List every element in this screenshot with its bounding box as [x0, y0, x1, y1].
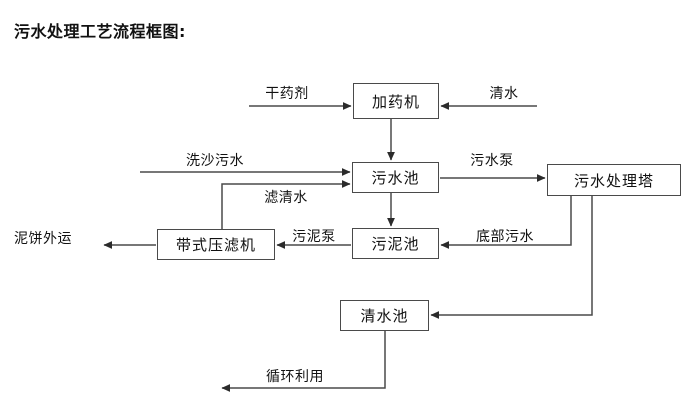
node-sludge-pool[interactable]: 污泥池: [352, 228, 439, 259]
node-label: 带式压滤机: [175, 236, 256, 254]
node-belt-filter-press[interactable]: 带式压滤机: [157, 229, 275, 260]
edge-label-clean-water: 清水: [489, 86, 519, 102]
edge-tower-to-sludge-pool: [440, 196, 572, 249]
node-treatment-tower[interactable]: 污水处理塔: [547, 164, 681, 196]
node-clear-water-pool[interactable]: 清水池: [340, 300, 429, 331]
page-title: 污水处理工艺流程框图:: [14, 22, 186, 41]
edge-clear-pool-to-recycle: [221, 331, 386, 392]
edge-tower-to-clear-pool: [430, 196, 593, 319]
terminal-label-mud-cake-out: 泥饼外运: [14, 231, 72, 247]
node-dosing-machine[interactable]: 加药机: [353, 83, 439, 119]
edge-label-sand-wash-sewage: 洗沙污水: [186, 153, 244, 169]
node-label: 加药机: [371, 92, 420, 111]
edge-label-recycle-reuse: 循环利用: [266, 369, 324, 385]
edge-label-filtered-water: 滤清水: [264, 190, 308, 206]
node-label: 清水池: [360, 307, 409, 325]
edge-label-dry-chemical: 干药剂: [265, 86, 309, 102]
node-label: 污泥池: [371, 235, 420, 253]
node-sewage-pool[interactable]: 污水池: [352, 162, 439, 193]
node-label: 污水处理塔: [573, 171, 654, 190]
edge-label-bottom-sewage: 底部污水: [476, 229, 534, 245]
edge-label-sludge-pump: 污泥泵: [292, 229, 336, 245]
node-label: 污水池: [371, 169, 420, 187]
edge-label-sewage-pump: 污水泵: [470, 153, 514, 169]
edge-filterpress-to-sewage-pool: [221, 180, 351, 229]
